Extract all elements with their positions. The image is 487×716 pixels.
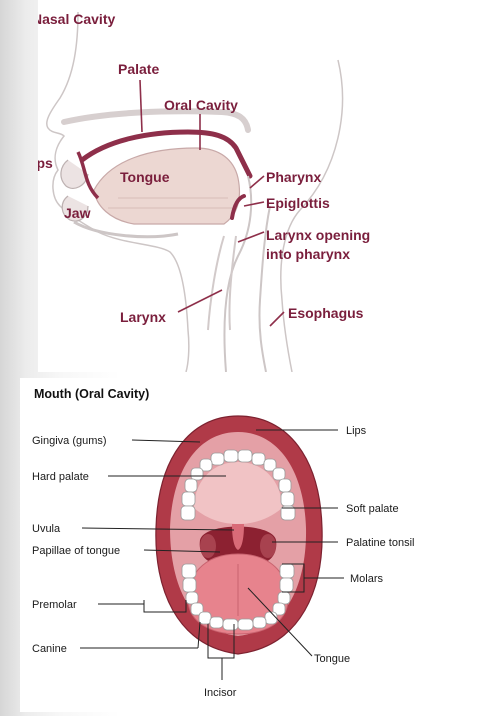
leader-epiglottis xyxy=(243,201,265,207)
epiglottis-shape xyxy=(230,194,246,220)
label-lips-mouth: Lips xyxy=(346,425,367,437)
lip-upper xyxy=(60,159,89,189)
leader-larynx-opening xyxy=(237,231,265,243)
label-palatine-tonsil: Palatine tonsil xyxy=(346,537,415,549)
label-jaw: Jaw xyxy=(64,205,91,221)
leader-larynx xyxy=(177,289,223,313)
mouth-oral-cavity-diagram: Mouth (Oral Cavity) xyxy=(20,378,470,712)
nasal-floor xyxy=(61,108,251,133)
palate-shape xyxy=(79,129,253,179)
leader-tongue xyxy=(247,587,313,657)
label-palate: Palate xyxy=(118,61,159,77)
label-lips: Lips xyxy=(38,155,53,171)
bracket-premolar xyxy=(143,600,187,613)
mouth-leader-lines xyxy=(80,429,344,680)
label-uvula: Uvula xyxy=(32,523,61,535)
label-papillae: Papillae of tongue xyxy=(32,545,120,557)
label-epiglottis: Epiglottis xyxy=(266,195,330,211)
leader-canine-tooth xyxy=(197,621,201,649)
label-nasal-cavity: Nasal Cavity xyxy=(38,11,115,27)
label-larynx-opening-line2: into pharynx xyxy=(266,246,350,262)
head-leader-lines xyxy=(139,79,285,327)
label-premolar: Premolar xyxy=(32,599,77,611)
jaw-bone xyxy=(73,220,179,239)
label-hard-palate: Hard palate xyxy=(32,471,89,483)
leader-esophagus xyxy=(269,311,285,327)
leader-papillae xyxy=(143,549,221,553)
tongue-shape xyxy=(93,147,241,225)
mouth-svg: Mouth (Oral Cavity) xyxy=(32,387,415,699)
label-tongue: Tongue xyxy=(120,169,170,185)
lip-lower xyxy=(61,195,89,222)
neck-back-outline xyxy=(280,59,344,372)
label-incisor: Incisor xyxy=(204,687,237,699)
label-canine: Canine xyxy=(32,643,67,655)
label-esophagus: Esophagus xyxy=(288,305,364,321)
leader-uvula xyxy=(81,527,235,531)
pharynx-wall xyxy=(223,175,253,372)
lower-teeth xyxy=(181,563,295,631)
label-soft-palate: Soft palate xyxy=(346,503,399,515)
head-sagittal-svg: Nasal Cavity Palate Oral Cavity Lips Ton… xyxy=(38,11,370,372)
leader-gingiva xyxy=(131,439,201,443)
upper-teeth xyxy=(180,449,296,521)
label-pharynx: Pharynx xyxy=(266,169,321,185)
leader-pharynx xyxy=(249,175,265,189)
hard-palate-area xyxy=(194,462,282,524)
lip-mouth-line xyxy=(76,151,100,200)
head-outline xyxy=(46,11,190,372)
esophagus-wall xyxy=(258,205,271,372)
leader-palate xyxy=(139,79,143,133)
label-molars: Molars xyxy=(350,573,384,585)
label-larynx-opening-line1: Larynx opening xyxy=(266,227,370,243)
label-gingiva: Gingiva (gums) xyxy=(32,435,107,447)
tonsil-left xyxy=(200,534,216,558)
mouth-title: Mouth (Oral Cavity) xyxy=(34,387,149,401)
larynx-tube xyxy=(207,235,237,331)
label-tongue-mouth: Tongue xyxy=(314,653,350,665)
tonsil-right xyxy=(260,534,276,558)
uvula-shape xyxy=(232,524,244,550)
head-sagittal-diagram: Nasal Cavity Palate Oral Cavity Lips Ton… xyxy=(38,0,387,372)
label-larynx: Larynx xyxy=(120,309,166,325)
bracket-incisor xyxy=(207,624,235,659)
label-oral-cavity: Oral Cavity xyxy=(164,97,238,113)
